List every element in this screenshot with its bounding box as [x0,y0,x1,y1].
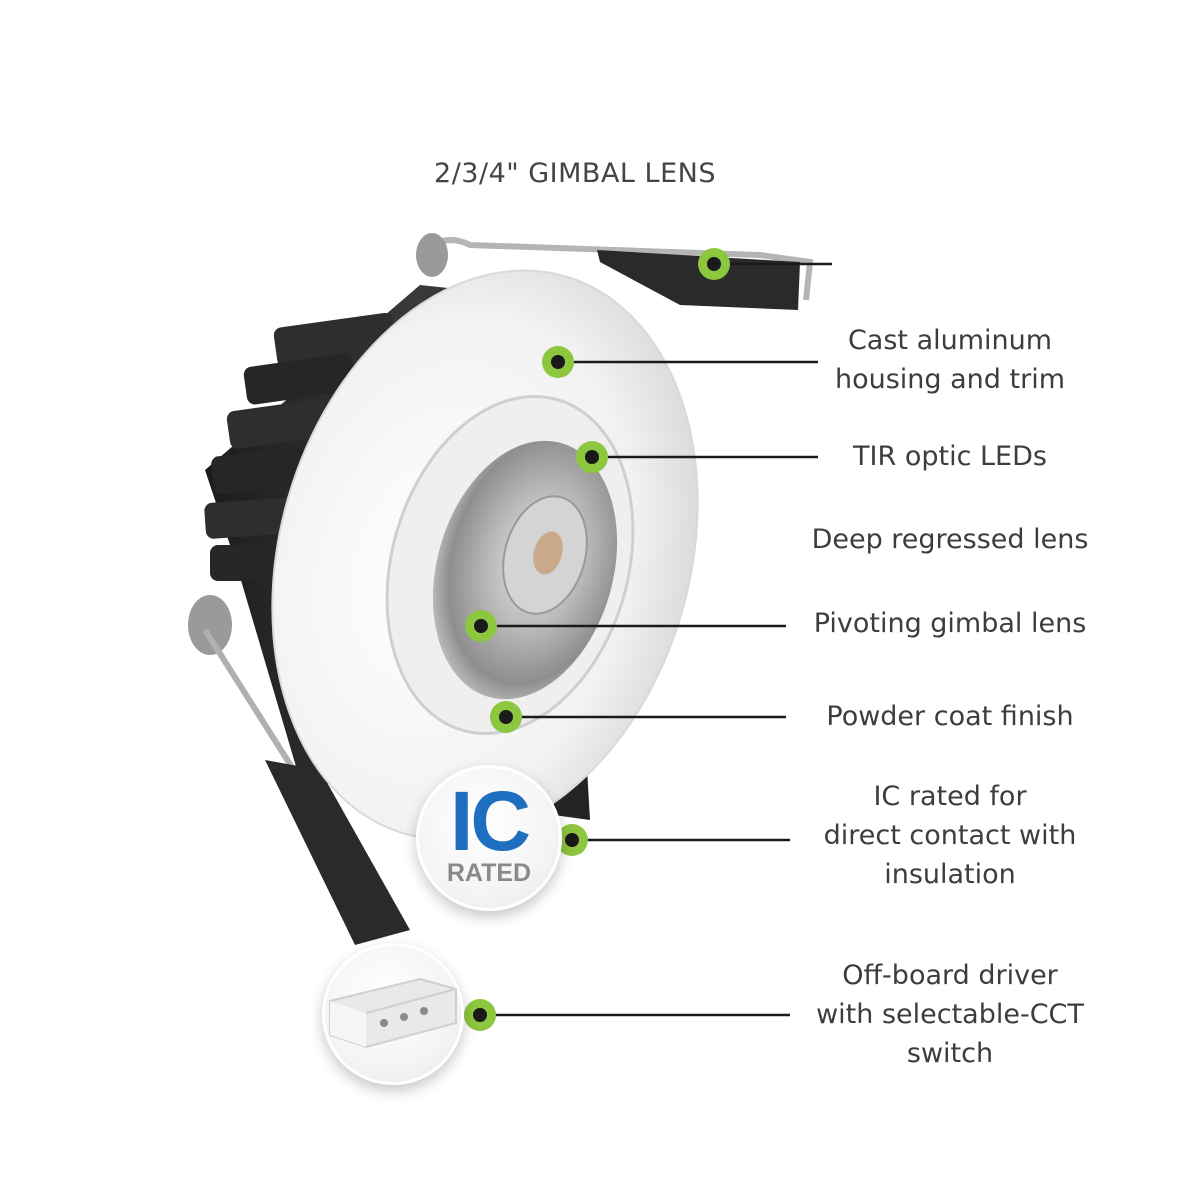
rated-badge-text: RATED [446,859,532,887]
driver-badge [322,943,464,1085]
feature-pivot: Pivoting gimbal lens [813,608,1087,639]
leader-lines [480,262,832,1017]
bottom-spring-clip [188,595,410,945]
marker-ic [556,824,588,856]
feature-driver: Off-board driver with selectable-CCT swi… [816,960,1084,1069]
feature-deep-lens: Deep regressed lens [811,524,1089,555]
feature-powder: Powder coat finish [826,701,1074,732]
marker-powder [490,701,522,733]
feature-tir: TIR optic LEDs [853,441,1047,472]
marker-tir [576,441,608,473]
marker-top-clip [698,248,730,280]
ic-badge-text: IC [450,774,531,868]
driver-box-icon [329,977,457,1049]
marker-housing [542,346,574,378]
diagram-title: 2/3/4" GIMBAL LENS [434,158,716,189]
feature-ic-rated: IC rated for direct contact with insulat… [823,781,1077,890]
feature-housing: Cast aluminum housing and trim [834,325,1065,395]
marker-pivot [465,610,497,642]
callout-markers [464,248,730,1031]
marker-driver [464,999,496,1031]
ic-rated-badge: IC RATED [416,765,562,911]
